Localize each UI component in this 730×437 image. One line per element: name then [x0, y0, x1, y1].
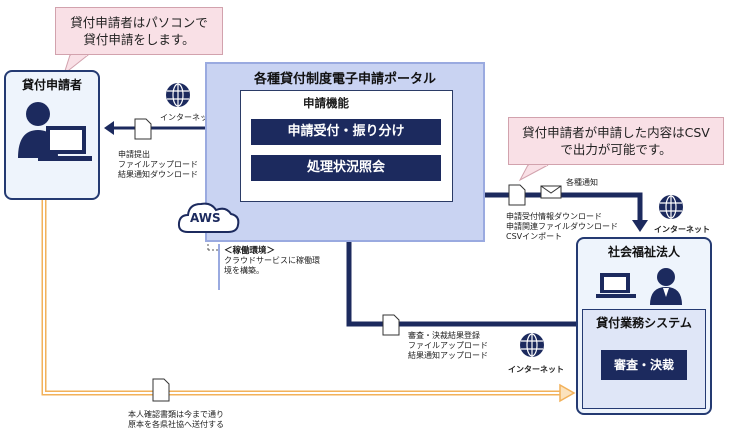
environment-line: クラウドサービスに稼働環 [224, 256, 320, 265]
welfare-title: 社会福祉法人 [607, 245, 680, 259]
csv-op: 申請関連ファイルダウンロード [506, 222, 618, 231]
applicant-op: 結果通知ダウンロード [118, 170, 198, 179]
review-ops-list: 審査・決裁結果登録 ファイルアップロード 結果通知アップロード [408, 331, 488, 361]
callout-line-1: 貸付申請者が申請した内容はCSV [522, 125, 710, 140]
csv-ops-list: 申請受付情報ダウンロード 申請関連ファイルダウンロード CSVインポート [506, 212, 618, 242]
document-mail-arrow [41, 200, 576, 403]
callout-line-2: で出力が可能です。 [560, 142, 672, 157]
function-title: 申請機能 [303, 96, 349, 110]
document-icon [134, 118, 152, 140]
globe-icon-top [166, 83, 190, 107]
internet-label-right: インターネット [654, 225, 710, 234]
applicant-title: 貸付申請者 [21, 78, 82, 92]
review-op: ファイルアップロード [408, 341, 488, 350]
docs-note-line: 本人確認書類は今まで通り [128, 410, 224, 419]
system-title: 貸付業務システム [596, 316, 692, 330]
docs-note: 本人確認書類は今まで通り 原本を各県社協へ送付する [128, 410, 224, 430]
csv-op: CSVインポート [506, 232, 563, 241]
globe-icon-right [659, 195, 683, 219]
receive-distribute-button: 申請受付・振り分け [251, 119, 441, 145]
applicant-ops-list: 申請提出 ファイルアップロード 結果通知ダウンロード [118, 150, 198, 180]
applicant-panel: 貸付申請者 [4, 70, 100, 200]
person-at-computer-icon [18, 102, 92, 161]
environment-title: ＜稼働環境＞ [224, 246, 276, 256]
envelope-icon [540, 185, 562, 199]
review-op: 結果通知アップロード [408, 351, 488, 360]
callout-applicant-pc: 貸付申請者はパソコンで 貸付申請をします。 [55, 7, 223, 55]
application-function-box: 申請機能 申請受付・振り分け 処理状況照会 [240, 90, 453, 202]
internet-label-top: インターネット [160, 113, 216, 122]
callout-line-1: 貸付申請者はパソコンで [70, 15, 208, 30]
environment-note: ＜稼働環境＞ クラウドサービスに稼働環 境を構築。 [218, 244, 320, 290]
notify-label: 各種通知 [566, 178, 598, 187]
applicant-op: ファイルアップロード [118, 160, 198, 169]
staff-at-laptop-icon [596, 268, 682, 305]
environment-line: 境を構築。 [224, 266, 264, 275]
internet-label-bottom: インターネット [508, 365, 564, 374]
callout-csv-output: 貸付申請者が申請した内容はCSV で出力が可能です。 [508, 117, 724, 165]
document-icon [508, 184, 526, 206]
lending-system-box: 貸付業務システム 審査・決裁 [582, 309, 706, 409]
review-approval-button: 審査・決裁 [601, 350, 687, 380]
applicant-op: 申請提出 [118, 150, 150, 159]
docs-note-line: 原本を各県社協へ送付する [128, 420, 224, 429]
document-icon [382, 314, 400, 336]
aws-cloud-icon [177, 202, 240, 233]
callout-line-2: 貸付申請をします。 [83, 32, 195, 47]
portal-title: 各種貸付制度電子申請ポータル [253, 72, 436, 87]
aws-label: AWS [190, 211, 221, 225]
csv-op: 申請受付情報ダウンロード [506, 212, 602, 221]
status-inquiry-button: 処理状況照会 [251, 155, 441, 181]
globe-icon-bottom [520, 333, 544, 357]
review-op: 審査・決裁結果登録 [408, 331, 480, 340]
document-icon [152, 378, 170, 402]
